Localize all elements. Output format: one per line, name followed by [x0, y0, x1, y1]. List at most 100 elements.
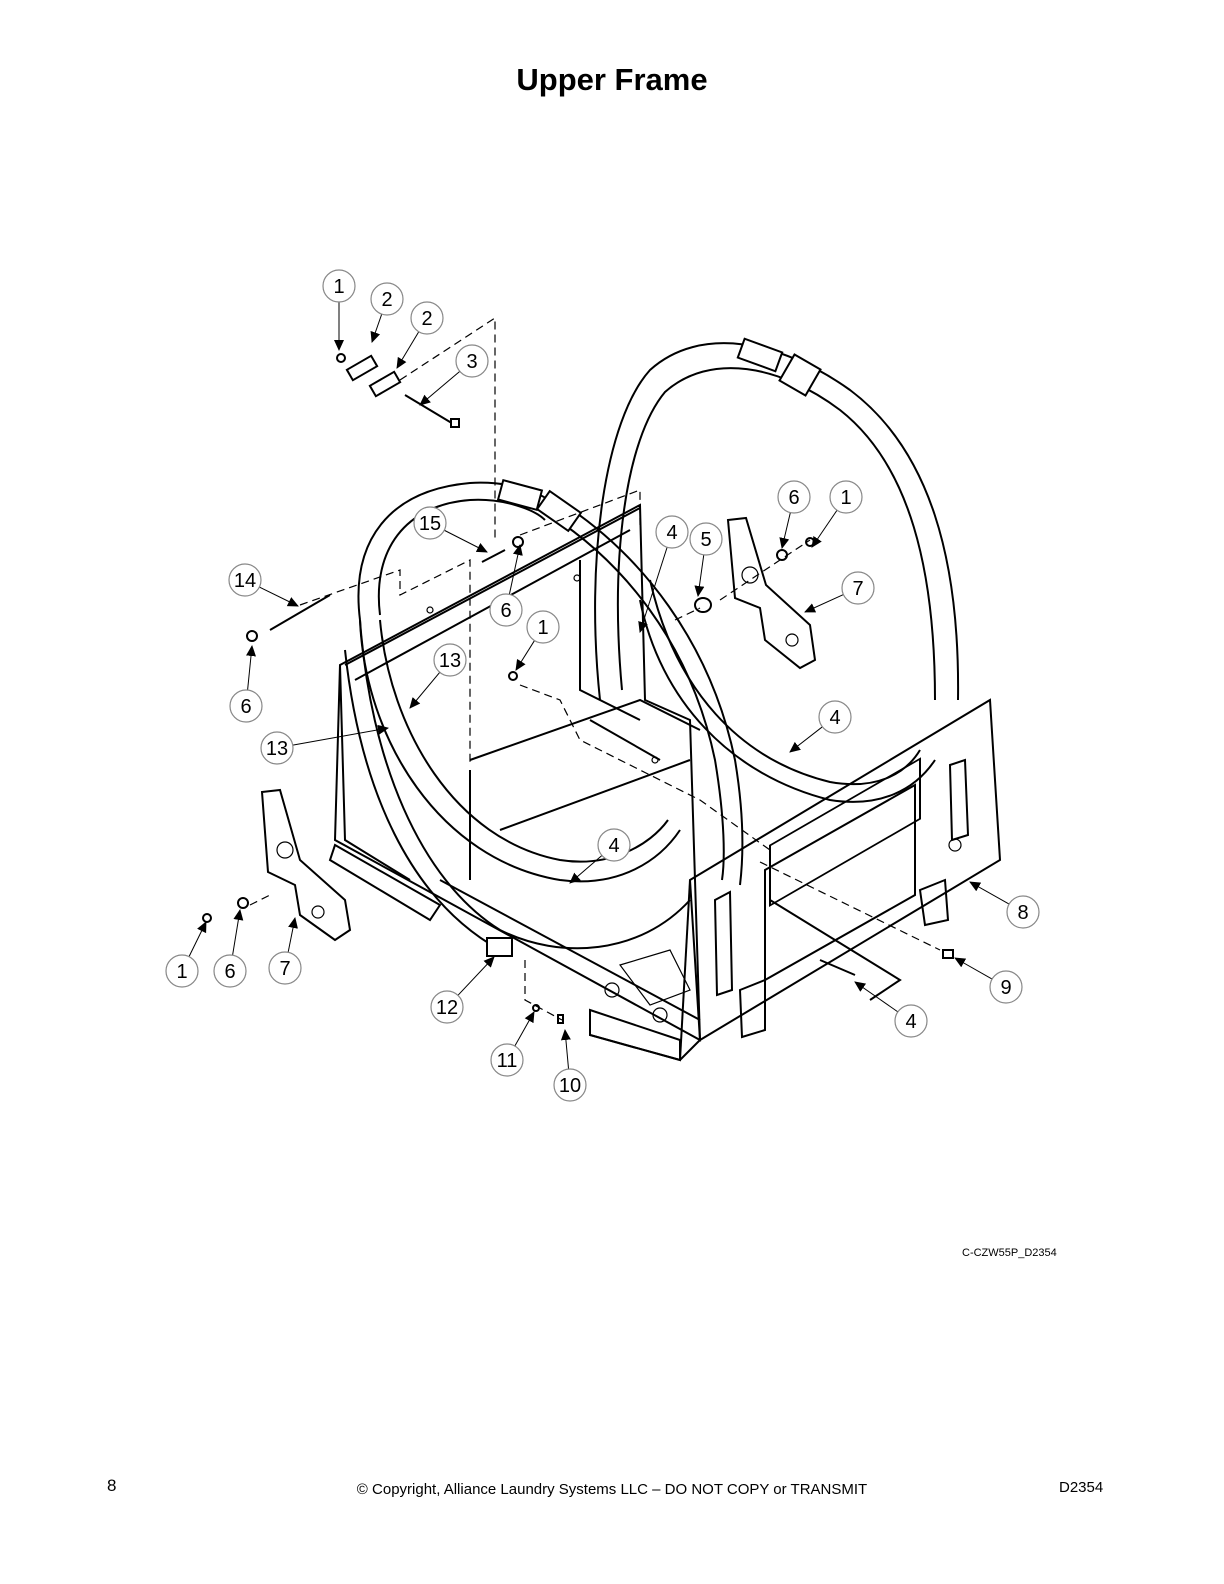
callout-1: 1	[165, 921, 207, 988]
callout-8: 8	[969, 881, 1040, 929]
page-title: Upper Frame	[516, 62, 708, 97]
left-bracket-drawing	[260, 788, 352, 942]
page-number: 8	[107, 1476, 117, 1495]
callout-bubble	[689, 522, 723, 556]
callout-bubble	[989, 970, 1023, 1004]
document-id: D2354	[1059, 1479, 1104, 1496]
callout-bubble	[841, 571, 875, 605]
callout-7: 7	[268, 917, 302, 985]
callout-label: 11	[497, 1050, 518, 1072]
main-frame-drawing	[328, 503, 1002, 1062]
callout-1: 1	[811, 480, 863, 548]
callout-11: 11	[490, 1011, 535, 1077]
right-bracket-drawing	[726, 516, 817, 670]
callout-leader-arrow	[569, 855, 603, 884]
callout-6: 6	[229, 645, 263, 723]
callout-leader-arrow	[419, 370, 461, 406]
callout-leader-arrow	[515, 640, 535, 671]
callout-5: 5	[689, 522, 723, 597]
callout-label: 6	[224, 961, 235, 983]
callout-bubble	[1006, 895, 1040, 929]
callout-1: 1	[322, 269, 356, 351]
callout-bubble	[322, 269, 356, 303]
callout-leader-arrow	[396, 331, 420, 369]
callout-13: 13	[260, 724, 389, 765]
callout-bubble	[229, 689, 263, 723]
copyright-notice: © Copyright, Alliance Laundry Systems LL…	[356, 1481, 868, 1498]
callout-4: 4	[638, 515, 689, 633]
callout-label: 6	[788, 487, 799, 509]
callout-label: 6	[240, 696, 251, 718]
callout-label: 7	[279, 958, 290, 980]
callout-leader-arrow	[508, 544, 523, 595]
callout-label: 13	[266, 738, 288, 760]
callout-leader-arrow	[232, 909, 244, 956]
callout-label: 6	[500, 600, 511, 622]
callout-leader-arrow	[789, 726, 823, 753]
callout-label: 7	[852, 578, 863, 600]
callout-4: 4	[789, 700, 852, 753]
callout-6: 6	[777, 480, 811, 549]
callout-label: 15	[419, 513, 441, 535]
callout-bubble	[165, 954, 199, 988]
callout-leader-arrow	[560, 1029, 571, 1070]
callout-label: 5	[700, 529, 711, 551]
callout-leader-arrow	[246, 645, 256, 691]
callout-bubble	[829, 480, 863, 514]
callout-bubble	[430, 990, 464, 1024]
callout-leader-arrow	[370, 313, 383, 343]
callout-bubble	[370, 282, 404, 316]
callout-bubble	[455, 344, 489, 378]
callout-label: 1	[537, 617, 548, 639]
callout-15: 15	[413, 506, 488, 553]
callout-14: 14	[228, 563, 299, 607]
callout-bubble	[489, 593, 523, 627]
callout-leader-arrow	[514, 1011, 535, 1047]
callout-bubble	[228, 563, 262, 597]
callout-leader-arrow	[638, 547, 668, 633]
callout-label: 13	[439, 650, 461, 672]
callout-bubble	[413, 506, 447, 540]
callout-label: 1	[333, 276, 344, 298]
callout-10: 10	[553, 1029, 587, 1102]
callout-leader-arrow	[854, 981, 899, 1013]
callout-bubble	[410, 301, 444, 335]
callout-bubble	[894, 1004, 928, 1038]
callout-12: 12	[430, 956, 495, 1024]
callout-leader-arrow	[287, 917, 298, 953]
callout-bubble	[818, 700, 852, 734]
callout-2: 2	[396, 301, 444, 369]
callout-2: 2	[370, 282, 404, 343]
callout-label: 9	[1000, 977, 1011, 999]
callout-label: 4	[905, 1011, 916, 1033]
callout-4: 4	[569, 828, 631, 884]
callout-leader-arrow	[811, 509, 838, 548]
callout-bubble	[268, 951, 302, 985]
callout-bubble	[433, 643, 467, 677]
callout-leader-arrow	[292, 724, 389, 746]
callout-bubble	[260, 731, 294, 765]
callout-label: 1	[840, 487, 851, 509]
callout-label: 14	[234, 570, 256, 592]
callout-bubble	[597, 828, 631, 862]
callout-leader-arrow	[954, 957, 993, 980]
callout-label: 12	[436, 997, 458, 1019]
figure-code: C-CZW55P_D2354	[962, 1247, 1057, 1259]
callout-bubble	[213, 954, 247, 988]
callout-4: 4	[854, 981, 928, 1038]
callout-bubble	[777, 480, 811, 514]
callout-13: 13	[409, 643, 467, 709]
callout-1: 1	[515, 610, 560, 671]
callout-leader-arrow	[188, 921, 207, 957]
callout-label: 4	[666, 522, 677, 544]
callout-label: 2	[381, 289, 392, 311]
callout-7: 7	[804, 571, 875, 613]
callout-6: 6	[489, 544, 523, 627]
assembly-dashed-lines	[249, 316, 941, 1021]
callout-label: 3	[466, 351, 477, 373]
callout-label: 10	[559, 1075, 581, 1097]
callout-label: 8	[1017, 902, 1028, 924]
callout-leader-arrow	[457, 956, 495, 996]
